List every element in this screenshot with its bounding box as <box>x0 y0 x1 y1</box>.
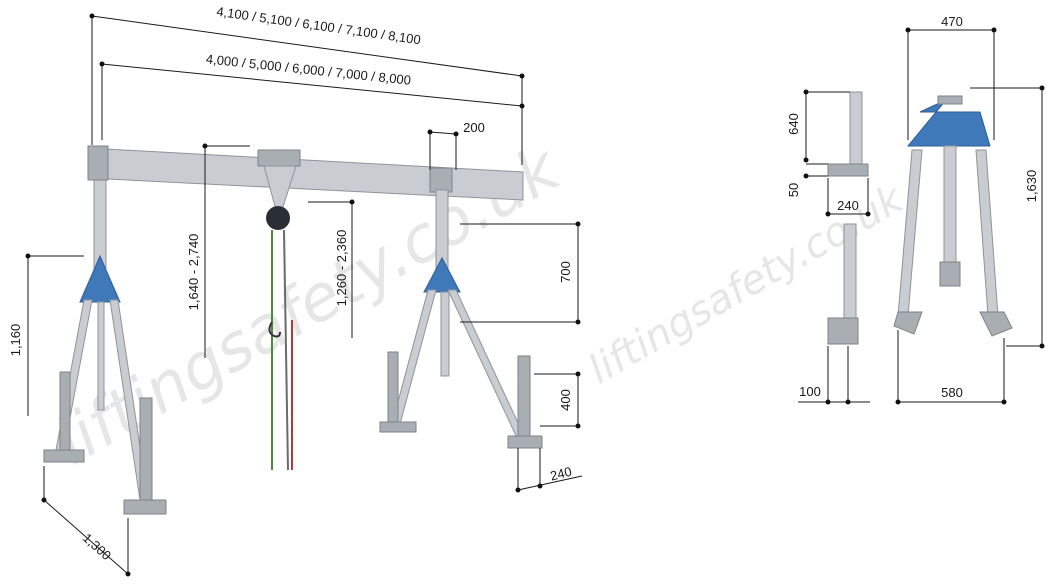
dim-hook-height: 1,640 - 2,740 <box>186 234 201 311</box>
trolley <box>257 149 301 167</box>
side-leg-left <box>897 149 923 317</box>
dim-foot-height: 400 <box>558 389 573 411</box>
right-foot-a <box>379 421 417 433</box>
detail-post <box>849 91 863 165</box>
left-foot-post-b <box>139 397 153 503</box>
dim-clear-height: 1,260 - 2,360 <box>334 230 349 307</box>
dim-leg-top-offset: 200 <box>463 120 485 135</box>
left-foot-b <box>123 499 167 515</box>
right-end-cap <box>429 167 453 193</box>
left-bracket <box>79 254 121 303</box>
left-foot-a <box>43 449 85 463</box>
gantry-frame <box>43 145 543 515</box>
side-leg-right <box>975 149 999 317</box>
gantry-beam <box>87 147 524 201</box>
dim-foot-size: 100 <box>799 384 821 399</box>
dim-base-height: 1,160 <box>8 324 23 357</box>
left-foot-post-a <box>59 371 71 453</box>
side-top-bracket <box>906 99 991 147</box>
dim-plate-thickness: 50 <box>786 183 801 197</box>
right-leg-c <box>440 291 450 377</box>
watermark-text-2: liftingsafety.co.uk <box>581 175 913 393</box>
hook-icon <box>268 321 281 338</box>
side-foot-left <box>893 311 923 335</box>
dim-side-base-width: 580 <box>941 385 963 400</box>
dim-side-height: 1,630 <box>1024 170 1039 203</box>
side-view: 470 1,630 580 <box>893 14 1045 405</box>
dim-foot-width: 240 <box>549 464 574 484</box>
right-foot-b <box>507 435 543 449</box>
side-top-clamp <box>937 95 963 105</box>
hoist-body <box>266 206 290 230</box>
left-leg-c <box>97 301 105 411</box>
detail-plate <box>827 163 869 177</box>
watermark-group-2: liftingsafety.co.uk <box>581 175 913 393</box>
left-end-cap <box>87 145 109 181</box>
right-foot-post-b <box>517 355 531 441</box>
detail-leg <box>843 223 857 321</box>
right-leg-b <box>447 289 527 441</box>
dim-leg-adjust: 700 <box>558 261 573 283</box>
dim-plate-width: 240 <box>837 198 859 213</box>
right-foot-post-a <box>387 351 399 427</box>
side-foot-right <box>979 311 1013 337</box>
right-leg-a <box>391 289 437 425</box>
side-center-block <box>939 261 961 287</box>
detail-foot <box>827 317 859 345</box>
dim-side-top-width: 470 <box>941 14 963 29</box>
dim-base-depth: 1,300 <box>80 530 114 563</box>
hoist-chain <box>283 229 289 471</box>
dim-overall-length: 4,100 / 5,100 / 6,100 / 7,100 / 8,100 <box>216 4 422 48</box>
dim-post-length: 640 <box>786 113 801 135</box>
detail-parts: 640 50 240 100 <box>786 89 871 405</box>
